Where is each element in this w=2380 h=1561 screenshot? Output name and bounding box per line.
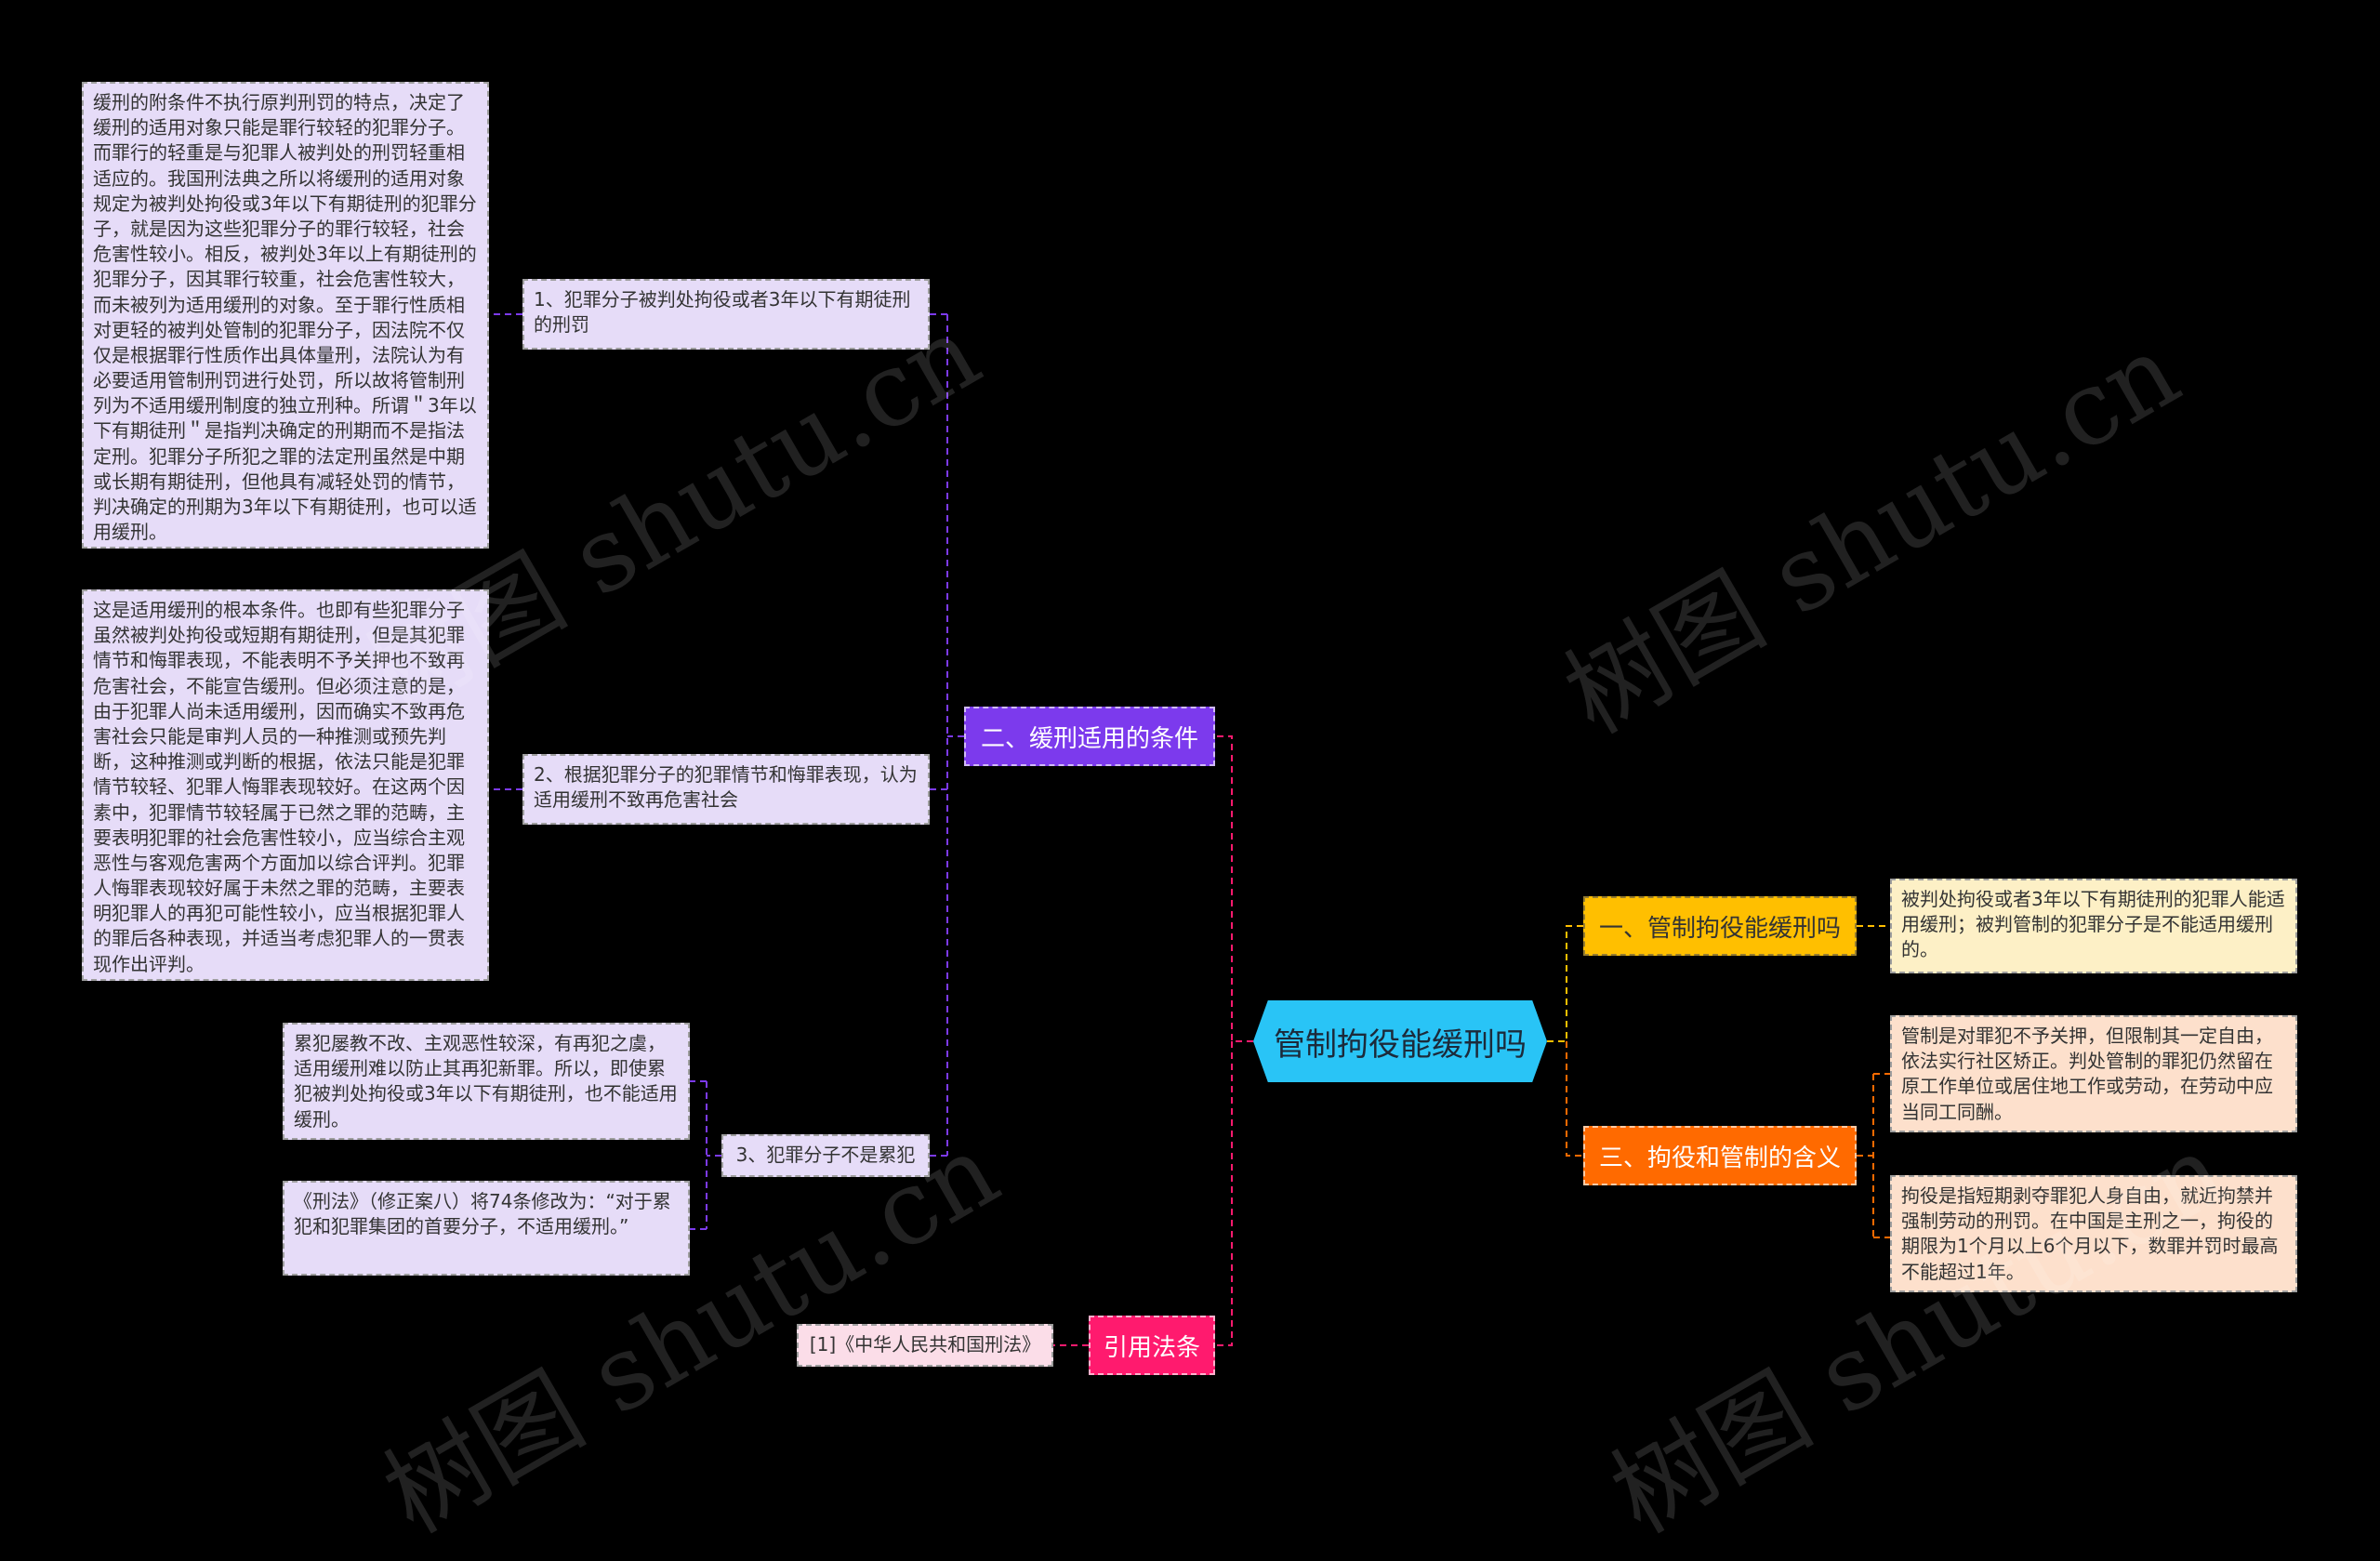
note-condition-1: 缓刑的附条件不执行原判刑罚的特点，决定了缓刑的适用对象只能是罪行较轻的犯罪分子。… xyxy=(82,82,489,549)
subtopic-condition-3[interactable]: 3、犯罪分子不是累犯 xyxy=(721,1134,930,1177)
watermark: 树图 shutu.cn xyxy=(1546,311,2199,757)
note-meaning-control: 管制是对罪犯不予关押，但限制其一定自由，依法实行社区矫正。判处管制的罪犯仍然留在… xyxy=(1890,1015,2297,1132)
connector-root-law xyxy=(1215,1041,1233,1346)
connector-root-left xyxy=(1215,735,1253,1042)
note-condition-3b: 《刑法》（修正案八）将74条修改为：“对于累犯和犯罪集团的首要分子，不适用缓刑。… xyxy=(283,1181,690,1276)
subtopic-condition-1[interactable]: 1、犯罪分子被判处拘役或者3年以下有期徒刑的刑罚 xyxy=(522,279,930,350)
root-topic[interactable]: 管制拘役能缓刑吗 xyxy=(1253,1000,1547,1082)
mindmap-canvas: 缓刑的附条件不执行原判刑罚的特点，决定了缓刑的适用对象只能是罪行较轻的犯罪分子。… xyxy=(82,82,2297,1555)
branch-can[interactable]: 一、管制拘役能缓刑吗 xyxy=(1583,896,1857,956)
connector-conditions xyxy=(930,313,964,1157)
subtopic-condition-2[interactable]: 2、根据犯罪分子的犯罪情节和悔罪表现，认为适用缓刑不致再危害社会 xyxy=(522,754,930,825)
note-condition-3a: 累犯屡教不改、主观恶性较深，有再犯之虞，适用缓刑难以防止其再犯新罪。所以，即使累… xyxy=(283,1023,690,1140)
branch-law[interactable]: 引用法条 xyxy=(1089,1316,1215,1375)
branch-meaning[interactable]: 三、拘役和管制的含义 xyxy=(1583,1126,1857,1185)
connector-root-meaning xyxy=(1566,1041,1583,1157)
connector-sub3-notes xyxy=(690,1080,721,1230)
law-reference[interactable]: [1]《中华人民共和国刑法》 xyxy=(797,1324,1053,1367)
connector-meaning-notes xyxy=(1857,1073,1890,1238)
branch-conditions[interactable]: 二、缓刑适用的条件 xyxy=(964,707,1215,766)
connector-root-can xyxy=(1547,925,1583,1042)
note-meaning-detention: 拘役是指短期剥夺罪犯人身自由，就近拘禁并强制劳动的刑罚。在中国是主刑之一，拘役的… xyxy=(1890,1175,2297,1292)
note-condition-2: 这是适用缓刑的根本条件。也即有些犯罪分子虽然被判处拘役或短期有期徒刑，但是其犯罪… xyxy=(82,589,489,981)
note-can: 被判处拘役或者3年以下有期徒刑的犯罪人能适用缓刑；被判管制的犯罪分子是不能适用缓… xyxy=(1890,879,2297,973)
